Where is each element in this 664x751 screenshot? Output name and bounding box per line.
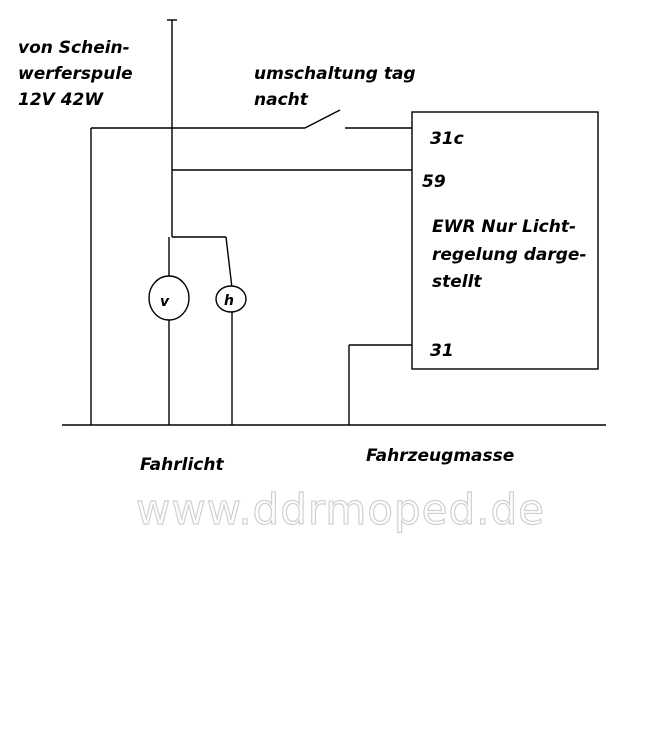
high-beam-bulb: [215, 285, 247, 313]
source-label-line-2: werferspule: [18, 64, 133, 84]
wire-to-bulb-h: [225, 236, 233, 289]
source-label-line-3: 12V 42W: [18, 90, 104, 110]
terminal-31: 31: [430, 341, 454, 361]
low-beam-bulb-label: v: [160, 294, 170, 310]
source-label-line-1: von Schein-: [18, 38, 130, 58]
high-beam-bulb-label: h: [224, 293, 234, 309]
day-night-switch-blade: [304, 109, 341, 129]
watermark: www.ddrmoped.de: [136, 485, 545, 534]
switch-label-line-2: nacht: [254, 90, 309, 110]
ewr-label-line-1: EWR Nur Licht-: [432, 217, 576, 237]
ewr-label-line-3: stellt: [432, 272, 482, 292]
terminal-31c: 31c: [430, 129, 464, 149]
fahrzeugmasse-label: Fahrzeugmasse: [366, 446, 514, 466]
switch-label-line-1: umschaltung tag: [254, 64, 416, 84]
ewr-regulator-box: [411, 111, 599, 370]
fahrlicht-label: Fahrlicht: [140, 455, 224, 475]
terminal-59: 59: [422, 172, 446, 192]
ewr-label-line-2: regelung darge-: [432, 245, 587, 265]
